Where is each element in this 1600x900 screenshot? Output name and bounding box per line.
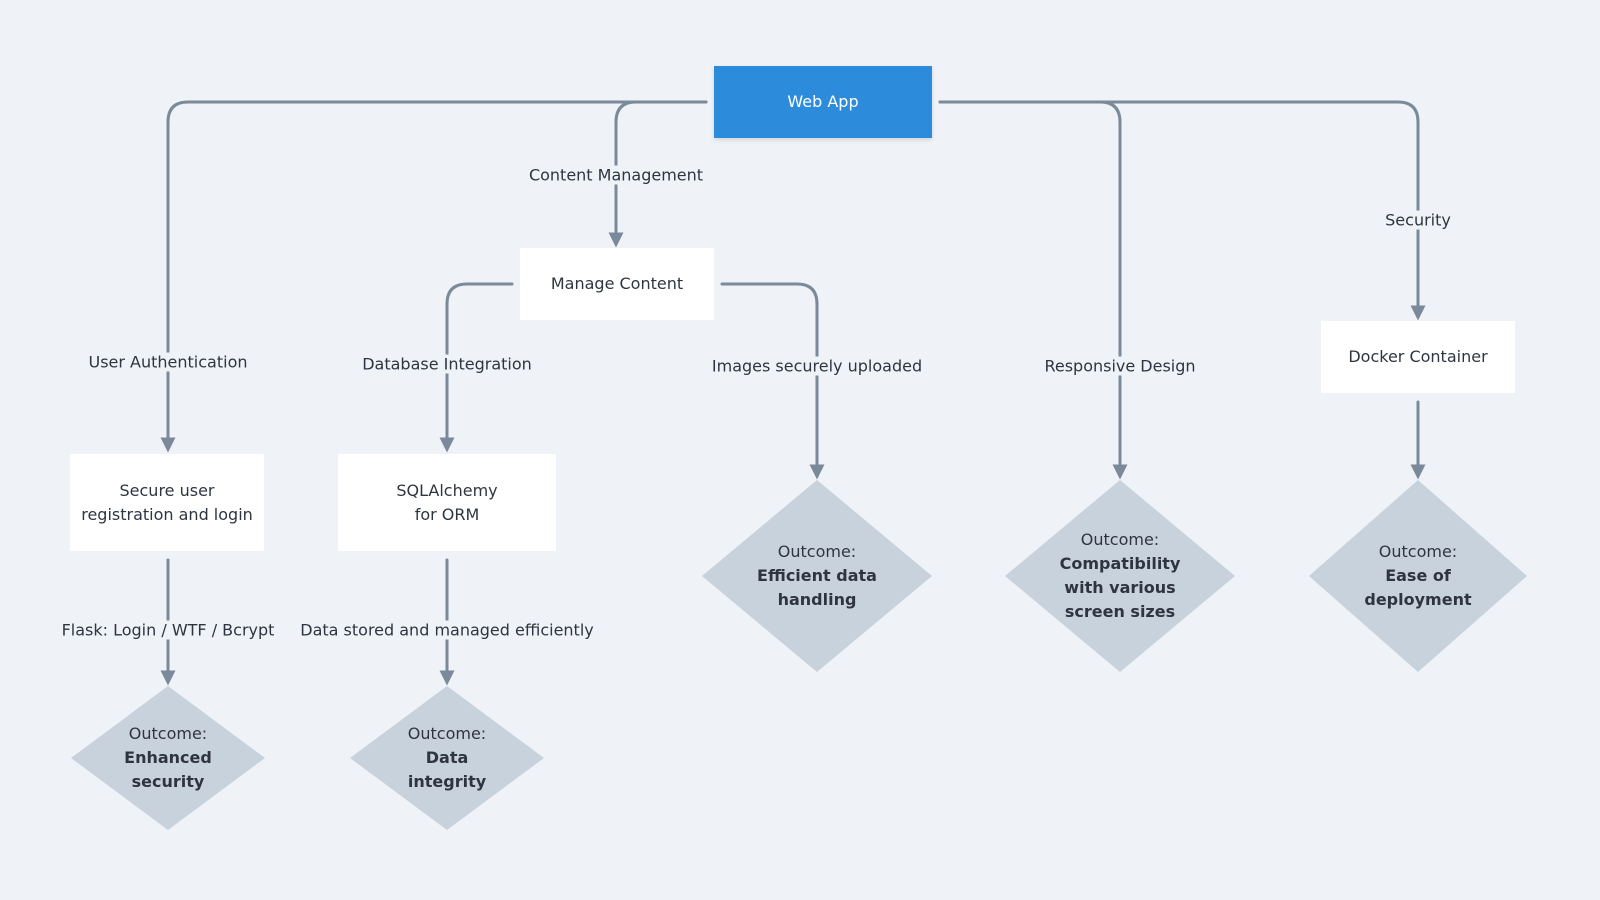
edge-label-responsive-design: Responsive Design <box>1042 356 1198 376</box>
outcome-data-integrity-line-2: integrity <box>407 772 487 791</box>
edge-webapp-to-secure-login <box>160 100 708 453</box>
edge-label-user-authentication: User Authentication <box>86 352 250 372</box>
outcome-ease-deployment-line-1: Ease of <box>1385 566 1451 585</box>
node-web-app[interactable]: Web App <box>714 66 932 138</box>
outcome-ease-deployment-line-2: deployment <box>1364 590 1472 609</box>
outcome-data-integrity[interactable]: Outcome: Data integrity <box>350 686 544 830</box>
outcome-compatibility-heading: Outcome: <box>1080 530 1160 549</box>
edge-webapp-to-responsive-outcome <box>938 100 1128 480</box>
outcome-compatibility-line-3: screen sizes <box>1064 602 1176 621</box>
diamond-shape <box>1005 480 1235 672</box>
node-docker-container-label: Docker Container <box>1348 347 1488 366</box>
edge-label-security: Security <box>1383 210 1453 230</box>
node-docker-container[interactable]: Docker Container <box>1321 321 1515 393</box>
node-sqlalchemy-line-1: SQLAlchemy <box>396 480 498 500</box>
outcome-compatibility-line-2: with various <box>1064 578 1176 597</box>
edge-webapp-to-manage-content <box>608 100 708 248</box>
outcome-ease-deployment-heading: Outcome: <box>1378 542 1458 561</box>
outcome-enhanced-security[interactable]: Outcome: Enhanced security <box>71 686 265 830</box>
outcome-efficient-data[interactable]: Outcome: Efficient data handling <box>702 480 932 672</box>
edge-label-data-stored: Data stored and managed efficiently <box>298 620 596 640</box>
edge-label-database-integration: Database Integration <box>360 354 534 374</box>
node-manage-content[interactable]: Manage Content <box>520 248 714 320</box>
node-sqlalchemy-line-2: for ORM <box>414 504 480 524</box>
edge-webapp-to-docker <box>938 100 1426 321</box>
edge-manage-to-efficient-outcome <box>720 282 825 480</box>
edge-label-content-management: Content Management <box>526 165 706 185</box>
node-secure-login[interactable]: Secure user registration and login <box>70 454 264 551</box>
outcome-efficient-data-heading: Outcome: <box>777 542 857 561</box>
node-secure-login-line-1: Secure user <box>119 480 215 500</box>
edge-label-images-uploaded: Images securely uploaded <box>709 356 925 376</box>
outcome-enhanced-security-heading: Outcome: <box>128 724 208 743</box>
node-web-app-label: Web App <box>787 92 859 111</box>
diamond-shape <box>71 686 265 830</box>
outcome-compatibility-line-1: Compatibility <box>1059 554 1181 573</box>
outcome-data-integrity-line-1: Data <box>425 748 469 767</box>
node-manage-content-label: Manage Content <box>550 274 684 293</box>
outcome-ease-deployment[interactable]: Outcome: Ease of deployment <box>1309 480 1527 672</box>
node-sqlalchemy[interactable]: SQLAlchemy for ORM <box>338 454 556 551</box>
outcome-efficient-data-line-2: handling <box>777 590 857 609</box>
outcome-compatibility[interactable]: Outcome: Compatibility with various scre… <box>1005 480 1235 672</box>
diamond-shape <box>1309 480 1527 672</box>
outcome-data-integrity-heading: Outcome: <box>407 724 487 743</box>
diamond-shape <box>702 480 932 672</box>
outcome-efficient-data-line-1: Efficient data <box>757 566 877 585</box>
node-secure-login-line-2: registration and login <box>81 504 253 524</box>
outcome-enhanced-security-line-2: security <box>131 772 205 791</box>
edge-manage-to-sqlalchemy <box>439 282 514 453</box>
outcome-enhanced-security-line-1: Enhanced <box>124 748 212 767</box>
diamond-shape <box>350 686 544 830</box>
edge-label-flask-login: Flask: Login / WTF / Bcrypt <box>59 620 277 640</box>
